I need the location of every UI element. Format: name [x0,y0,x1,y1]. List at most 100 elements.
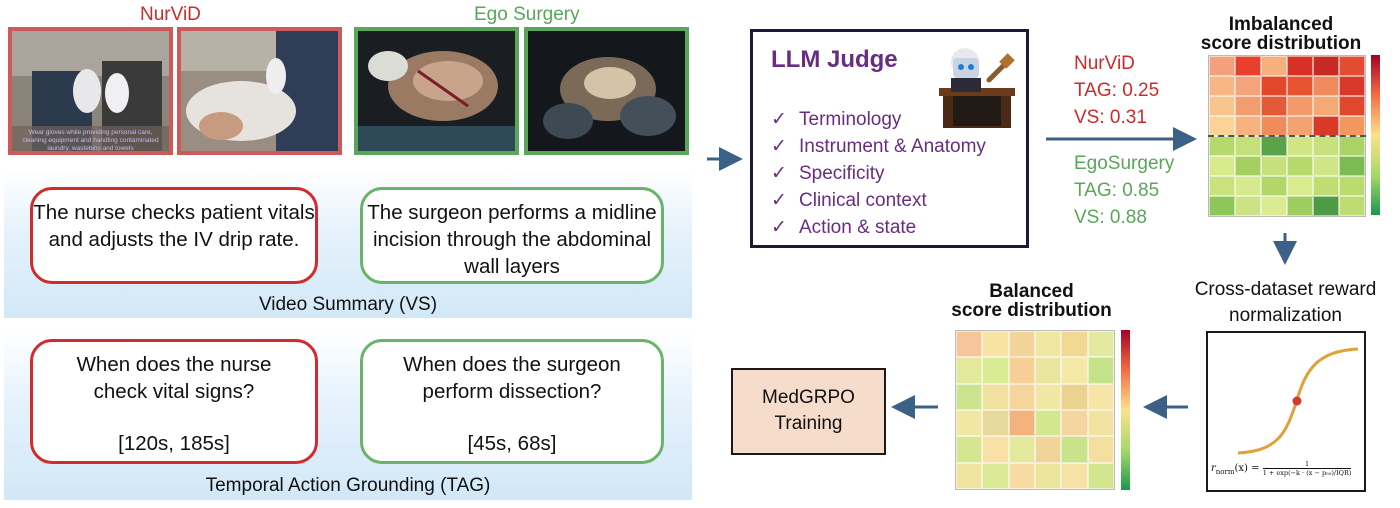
heatmap-cell [1313,76,1339,96]
nurvid-subtitle-text: Wear gloves while providing personal car… [22,129,159,152]
nurvid-scores: NurViD TAG: 0.25 VS: 0.31 [1074,50,1159,131]
heatmap-cell [1287,96,1313,116]
heatmap-cell [1339,116,1365,136]
heatmap-cell [1313,196,1339,216]
heatmap-cell [1313,116,1339,136]
balanced-colorbar [1121,330,1130,490]
formula-fraction: 1 1 + exp(−k · (x − p₅₀)/IQR) [1262,460,1352,477]
heatmap-cell [1087,436,1114,463]
heatmap-cell [1209,196,1235,216]
heatmap-cell [1261,136,1287,156]
heatmap-cell [1087,357,1114,384]
heatmap-cell [982,462,1009,489]
normalization-label-line1: Cross-dataset reward [1194,279,1377,300]
heatmap-cell [1313,156,1339,176]
heatmap-cell [1339,96,1365,116]
normalization-label-line2: normalization [1229,305,1342,326]
heatmap-cell [1287,196,1313,216]
heatmap-cell [982,410,1009,437]
check-icon: ✓ [771,136,787,157]
imbalanced-colorbar [1371,55,1380,215]
heatmap-cell [1261,76,1287,96]
nurse-tag-card: When does the nurse check vital signs? [… [30,339,318,464]
heatmap-cell [1339,76,1365,96]
egosurgery-video-frame-2 [524,27,689,155]
heatmap-cell [956,462,983,489]
imbalanced-title-line2: score distribution [1200,33,1362,54]
check-icon: ✓ [771,163,787,184]
sigmoid-box: rnorm(x) = 1 1 + exp(−k · (x − p₅₀)/IQR) [1206,331,1366,492]
heatmap-cell [1287,56,1313,76]
heatmap-cell [956,331,983,358]
heatmap-cell [1061,383,1088,410]
nurse-bedside-photo [181,31,338,151]
nurse-tag-range: [120s, 185s] [118,432,230,455]
nurse-summary-card: The nurse checks patient vitals and adju… [30,187,318,284]
heatmap-cell [1287,176,1313,196]
heatmap-cell [1061,357,1088,384]
heatmap-cell [1035,383,1062,410]
balanced-heatmap [955,330,1115,490]
heatmap-cell [1087,383,1114,410]
heatmap-cell [1209,176,1235,196]
nurvid-dataset-label: NurViD [140,4,201,25]
heatmap-cell [1261,196,1287,216]
heatmap-cell [1008,331,1035,358]
heatmap-cell [1087,331,1114,358]
surgeon-tag-question: When does the surgeon perform dissection… [403,353,621,403]
nurse-gloving-photo [12,31,169,151]
heatmap-cell [982,331,1009,358]
heatmap-cell [1035,331,1062,358]
criterion-specificity: ✓Specificity [771,160,986,187]
heatmap-cell [1087,410,1114,437]
formula-subscript: norm [1215,468,1235,476]
nurse-summary-text: The nurse checks patient vitals and adju… [33,201,315,251]
training-line2: Training [774,413,843,434]
formula-lhs: r [1211,463,1216,474]
heatmap-cell [1061,436,1088,463]
surgeon-summary-text: The surgeon performs a midline incision … [367,201,657,278]
heatmap-cell [1235,156,1261,176]
nurvid-video-frame-1: Wear gloves while providing personal car… [8,27,173,155]
heatmap-cell [1209,156,1235,176]
heatmap-cell [982,357,1009,384]
heatmap-cell [982,383,1009,410]
egosurgery-dataset-label: Ego Surgery [474,4,580,25]
formula-denominator: 1 + exp(−k · (x − p₅₀)/IQR) [1262,469,1352,477]
balanced-title-line2: score distribution [951,300,1112,321]
heatmap-cell [1008,462,1035,489]
heatmap-cell [956,410,983,437]
heatmap-cell [1261,176,1287,196]
balanced-title-line1: Balanced [989,281,1074,302]
heatmap-cell [1261,96,1287,116]
llm-judge-title: LLM Judge [771,46,898,73]
heatmap-cell [1035,357,1062,384]
normalization-label: Cross-dataset reward normalization [1178,277,1393,329]
heatmap-cell [1313,96,1339,116]
heatmap-cell [1235,196,1261,216]
heatmap-cell [1261,56,1287,76]
llm-judge-box: LLM Judge ✓Terminology ✓Instrument & Ana… [750,29,1029,248]
heatmap-cell [1035,410,1062,437]
heatmap-cell [1235,76,1261,96]
heatmap-cell [1235,136,1261,156]
heatmap-cell [1061,462,1088,489]
heatmap-cell [1339,176,1365,196]
heatmap-cell [1287,76,1313,96]
heatmap-cell [1008,383,1035,410]
criterion-terminology: ✓Terminology [771,106,986,133]
heatmap-cell [1235,116,1261,136]
imbalanced-title-line1: Imbalanced [1228,14,1334,35]
heatmap-cell [1287,136,1313,156]
imbalanced-title: Imbalanced score distribution [1196,15,1366,53]
heatmap-cell [956,436,983,463]
heatmap-cell [1209,56,1235,76]
heatmap-cell [956,357,983,384]
egosurgery-video-frame-1 [354,27,519,155]
heatmap-cell [1087,462,1114,489]
heatmap-cell [1209,116,1235,136]
heatmap-cell [1209,136,1235,156]
tag-caption: Temporal Action Grounding (TAG) [205,475,491,496]
heatmap-cell [1235,96,1261,116]
heatmap-cell [1008,357,1035,384]
